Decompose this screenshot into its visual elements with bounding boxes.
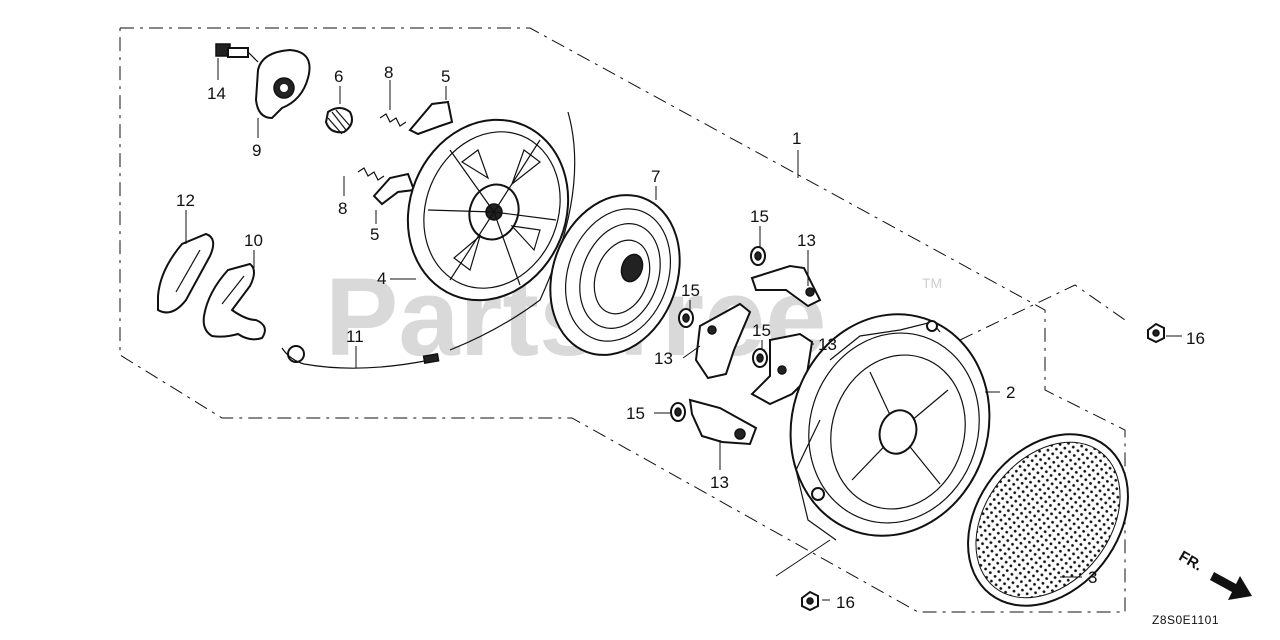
part-ratchet-arm-13-b[interactable] — [694, 302, 752, 380]
part-grip-12[interactable] — [157, 232, 215, 314]
callout-10: 10 — [244, 231, 263, 250]
part-nut-16-upper[interactable] — [1147, 322, 1165, 344]
callout-13-b: 13 — [654, 349, 673, 368]
callout-13-a: 13 — [797, 231, 816, 250]
diagram-code: Z8S0E1101 — [1152, 613, 1219, 627]
callout-2: 2 — [1006, 383, 1015, 402]
cover-group-boundary — [959, 284, 1126, 341]
part-friction-plate-9[interactable] — [254, 48, 311, 120]
assembly-boundary — [119, 27, 1126, 613]
callouts: 1 2 3 4 5 5 6 7 8 8 9 10 11 12 13 13 13 … — [176, 63, 1205, 612]
part-washer-15-a[interactable] — [750, 246, 766, 266]
callout-15-d: 15 — [626, 404, 645, 423]
callout-9: 9 — [252, 141, 261, 160]
callout-16-lower: 16 — [836, 593, 855, 612]
callout-11: 11 — [346, 327, 364, 346]
callout-3: 3 — [1088, 568, 1097, 587]
callout-14: 14 — [207, 84, 226, 103]
part-washer-15-d[interactable] — [670, 402, 686, 422]
callout-13-c: 13 — [818, 335, 837, 354]
callout-5-upper: 5 — [441, 67, 450, 86]
callout-1: 1 — [792, 129, 801, 148]
part-ratchet-arm-13-a[interactable] — [750, 264, 822, 308]
callout-8-lower: 8 — [338, 199, 347, 218]
callout-8-upper: 8 — [384, 63, 393, 82]
part-bolt-14[interactable] — [215, 43, 259, 63]
front-direction-indicator: FR. — [1176, 548, 1252, 600]
part-ratchet-arm-13-c[interactable] — [750, 332, 814, 406]
leader-lines — [185, 58, 1182, 601]
part-spiral-spring-7[interactable] — [529, 177, 702, 374]
callout-13-d: 13 — [710, 473, 729, 492]
arrow-right-icon — [1210, 572, 1252, 600]
part-spring-8-upper[interactable] — [379, 113, 407, 127]
part-ratchet-arm-13-d[interactable] — [688, 398, 758, 446]
callout-7: 7 — [651, 167, 660, 186]
part-grille-3[interactable] — [935, 403, 1161, 637]
callout-15-a: 15 — [750, 207, 769, 226]
part-spring-8-lower[interactable] — [357, 167, 385, 181]
callout-15-c: 15 — [752, 321, 771, 340]
part-grip-insert-10[interactable] — [202, 262, 266, 341]
callout-4: 4 — [377, 269, 386, 288]
callout-5-lower: 5 — [370, 225, 379, 244]
part-starter-case-2[interactable] — [762, 288, 1018, 562]
part-spring-6[interactable] — [324, 107, 353, 135]
callout-12: 12 — [176, 191, 195, 210]
part-rope-11[interactable] — [281, 345, 440, 369]
part-recoil-reel-4[interactable] — [381, 95, 595, 351]
part-ratchet-5-upper[interactable] — [408, 100, 454, 136]
part-washer-15-b[interactable] — [678, 308, 694, 328]
part-nut-16-lower[interactable] — [801, 590, 819, 612]
callout-6: 6 — [334, 67, 343, 86]
watermark-trademark: TM — [922, 275, 942, 291]
front-direction-label: FR. — [1176, 548, 1205, 575]
callout-16-upper: 16 — [1186, 329, 1205, 348]
callout-15-b: 15 — [681, 281, 700, 300]
part-washer-15-c[interactable] — [752, 348, 768, 368]
